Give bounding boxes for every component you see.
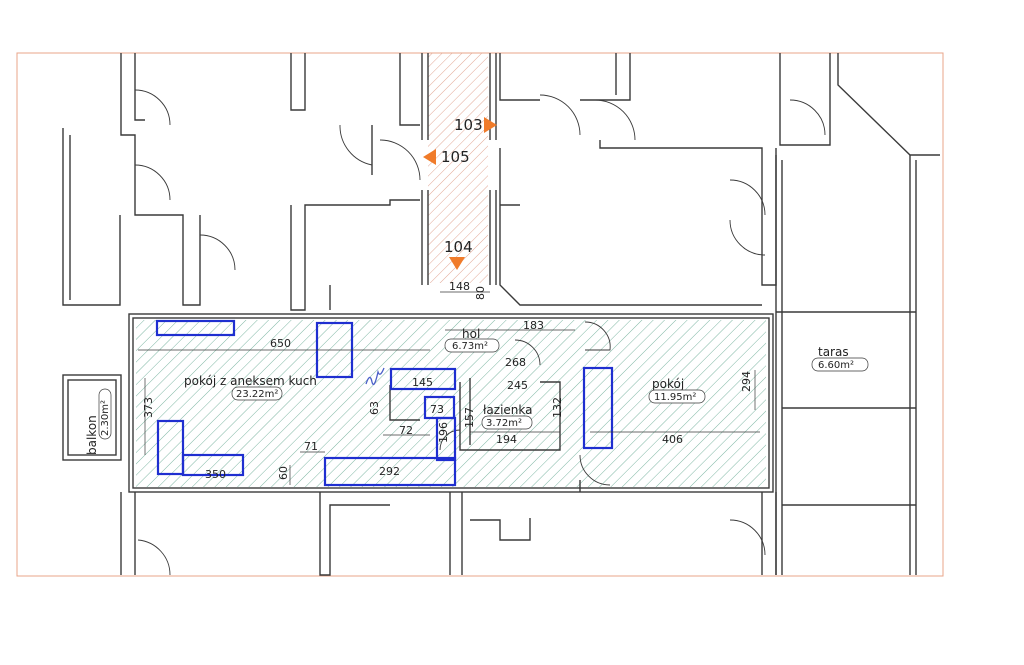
dim-268: 268: [505, 356, 526, 369]
room-area-terrace: 6.60m²: [818, 360, 854, 371]
room-name-kitchen: pokój z aneksem kuch: [184, 374, 317, 388]
furniture-sofa-corner: [156, 419, 185, 476]
furniture-unit-196: [435, 416, 457, 462]
marker-103: 103: [454, 116, 483, 134]
balcony-label: balkon 2.30m²: [85, 388, 112, 455]
door-swings: [134, 89, 826, 576]
furniture-wardrobe: [582, 366, 614, 450]
dim-294: 294: [740, 371, 753, 392]
dim-60: 60: [277, 466, 290, 480]
marker-104: 104: [444, 238, 473, 256]
room-area-room: 11.95m²: [654, 392, 696, 403]
dim-157: 157: [463, 407, 476, 428]
furniture-wall-cabinet: [155, 319, 236, 337]
room-name-terrace: taras: [818, 345, 849, 359]
furniture-counter-292: [323, 456, 457, 487]
dim-350: 350: [205, 468, 226, 481]
dim-73: 73: [430, 403, 444, 416]
dim-196: 196: [437, 422, 450, 443]
dim-72: 72: [399, 424, 413, 437]
dim-63: 63: [368, 401, 381, 415]
room-area-bathroom: 3.72m²: [486, 418, 522, 429]
dim-245: 245: [507, 379, 528, 392]
room-name-room: pokój: [652, 377, 684, 391]
dimension-lines: [138, 291, 760, 485]
dim-373: 373: [142, 397, 155, 418]
dim-148: 148: [449, 280, 470, 293]
marker-105: 105: [441, 148, 470, 166]
furniture-counter-145: [389, 367, 457, 391]
room-name-balcony: balkon: [85, 415, 99, 455]
room-area-kitchen: 23.22m²: [236, 389, 278, 400]
dim-145: 145: [412, 376, 433, 389]
dim-650: 650: [270, 337, 291, 350]
room-area-balcony: 2.30m²: [100, 400, 111, 436]
arrow-104-icon: [449, 257, 465, 270]
room-area-hall: 6.73m²: [452, 341, 488, 352]
dim-292: 292: [379, 465, 400, 478]
dim-80: 80: [474, 286, 487, 300]
room-name-bathroom: łazienka: [483, 403, 532, 417]
handwritten-mark: [365, 367, 385, 386]
arrow-105-icon: [423, 149, 436, 165]
apartment-hatch: [136, 53, 766, 487]
dim-194: 194: [496, 433, 517, 446]
walls: [62, 53, 940, 576]
arrow-103-icon: [484, 117, 497, 133]
dim-71: 71: [304, 440, 318, 453]
room-name-hall: hol: [462, 327, 480, 341]
furniture-sofa-base: [181, 453, 245, 477]
dim-406: 406: [662, 433, 683, 446]
dim-183: 183: [523, 319, 544, 332]
dim-132: 132: [551, 397, 564, 418]
corridor-arrows: [423, 117, 497, 270]
